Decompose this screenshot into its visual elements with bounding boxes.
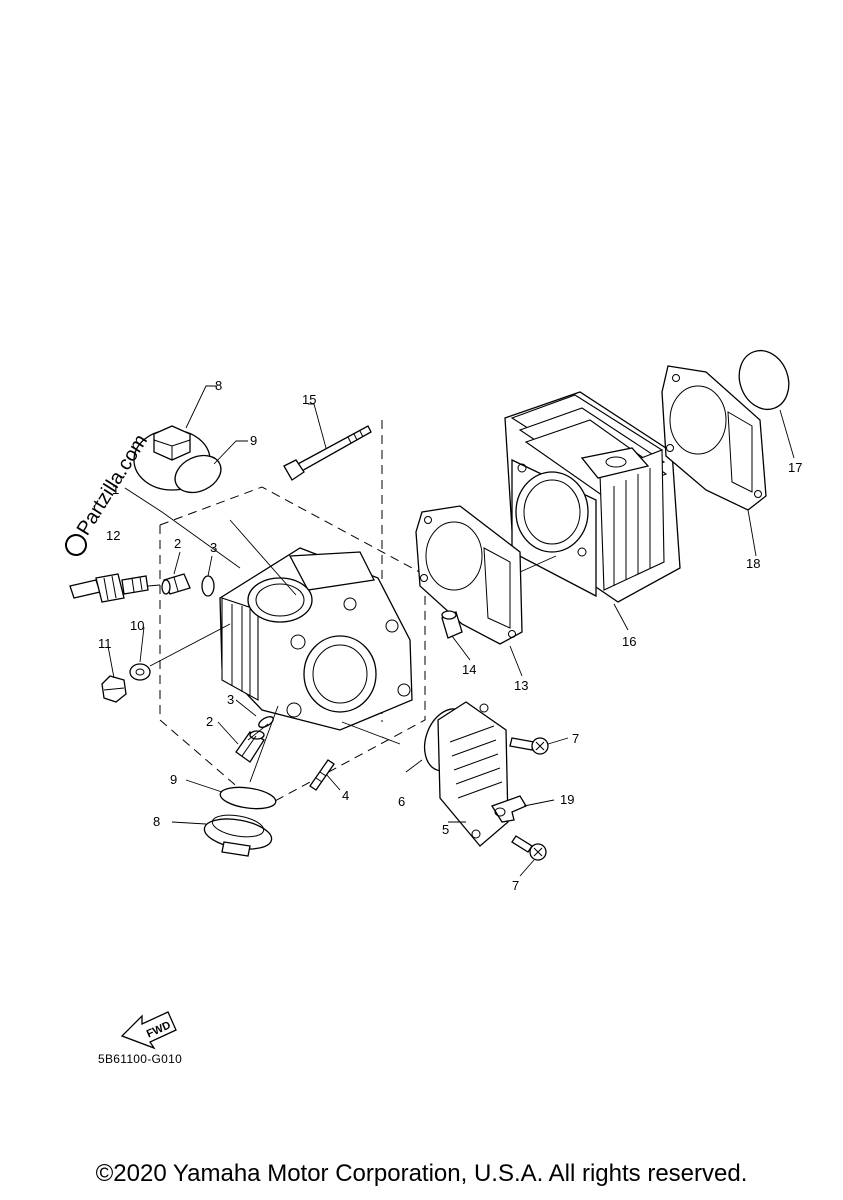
callout-15: 15 [302, 392, 316, 407]
part-11-acorn-nut[interactable] [101, 675, 127, 703]
callout-7-upper: 7 [572, 731, 579, 746]
part-8-cap-lower[interactable] [202, 812, 274, 857]
part-13-head-gasket[interactable] [415, 505, 523, 645]
part-3-o-ring-lower[interactable] [257, 715, 275, 730]
part-16-cylinder[interactable] [504, 391, 681, 603]
head-cooling-fins [221, 597, 259, 701]
callout-10: 10 [130, 618, 144, 633]
part-17-o-ring[interactable] [731, 344, 797, 417]
callout-9-top: 9 [250, 433, 257, 448]
part-7-screw-lower[interactable] [511, 835, 547, 861]
callout-16: 16 [622, 634, 636, 649]
callout-6: 6 [398, 794, 405, 809]
part-7-screw-upper[interactable] [509, 737, 549, 755]
part-2-tappet-upper[interactable] [161, 573, 191, 595]
part-5-side-cover[interactable] [437, 701, 509, 847]
callout-19: 19 [560, 792, 574, 807]
part-15-stud-bolt[interactable] [283, 425, 372, 481]
callout-4: 4 [342, 788, 349, 803]
part-14-dowel-pin[interactable] [441, 610, 463, 639]
copyright-notice: ©2020 Yamaha Motor Corporation, U.S.A. A… [95, 1160, 748, 1187]
callout-2-lower: 2 [206, 714, 213, 729]
fwd-arrow-icon: FWD [120, 1011, 177, 1050]
callout-18: 18 [746, 556, 760, 571]
callout-numbers: 8 9 15 1 12 2 3 10 11 3 2 9 8 4 6 5 7 19… [98, 378, 802, 893]
part-9-o-ring-top[interactable] [169, 448, 227, 499]
leader-lines [107, 385, 795, 877]
part-19-clamp[interactable] [491, 795, 527, 823]
part-10-washer[interactable] [129, 663, 151, 681]
diagram-code: 5B61100-G010 [98, 1052, 183, 1066]
callout-2-upper: 2 [174, 536, 181, 551]
callout-13: 13 [514, 678, 528, 693]
callout-1: 1 [112, 482, 119, 497]
callout-12: 12 [106, 528, 120, 543]
part-3-o-ring-upper[interactable] [201, 575, 215, 597]
callout-14: 14 [462, 662, 476, 677]
part-4-stud[interactable] [309, 759, 335, 791]
callout-8-top: 8 [215, 378, 222, 393]
assembly-outline [159, 420, 426, 809]
callout-8-lower: 8 [153, 814, 160, 829]
callout-7-lower: 7 [512, 878, 519, 893]
callout-5: 5 [442, 822, 449, 837]
part-12-spark-plug[interactable] [69, 573, 149, 603]
part-1-cylinder-head[interactable] [219, 547, 413, 731]
callout-3-upper: 3 [210, 540, 217, 555]
callout-9-lower: 9 [170, 772, 177, 787]
callout-11: 11 [98, 636, 112, 651]
part-9-o-ring-lower[interactable] [219, 784, 277, 812]
part-2-tappet-lower[interactable] [235, 730, 265, 763]
callout-17: 17 [788, 460, 802, 475]
callout-3-lower: 3 [227, 692, 234, 707]
